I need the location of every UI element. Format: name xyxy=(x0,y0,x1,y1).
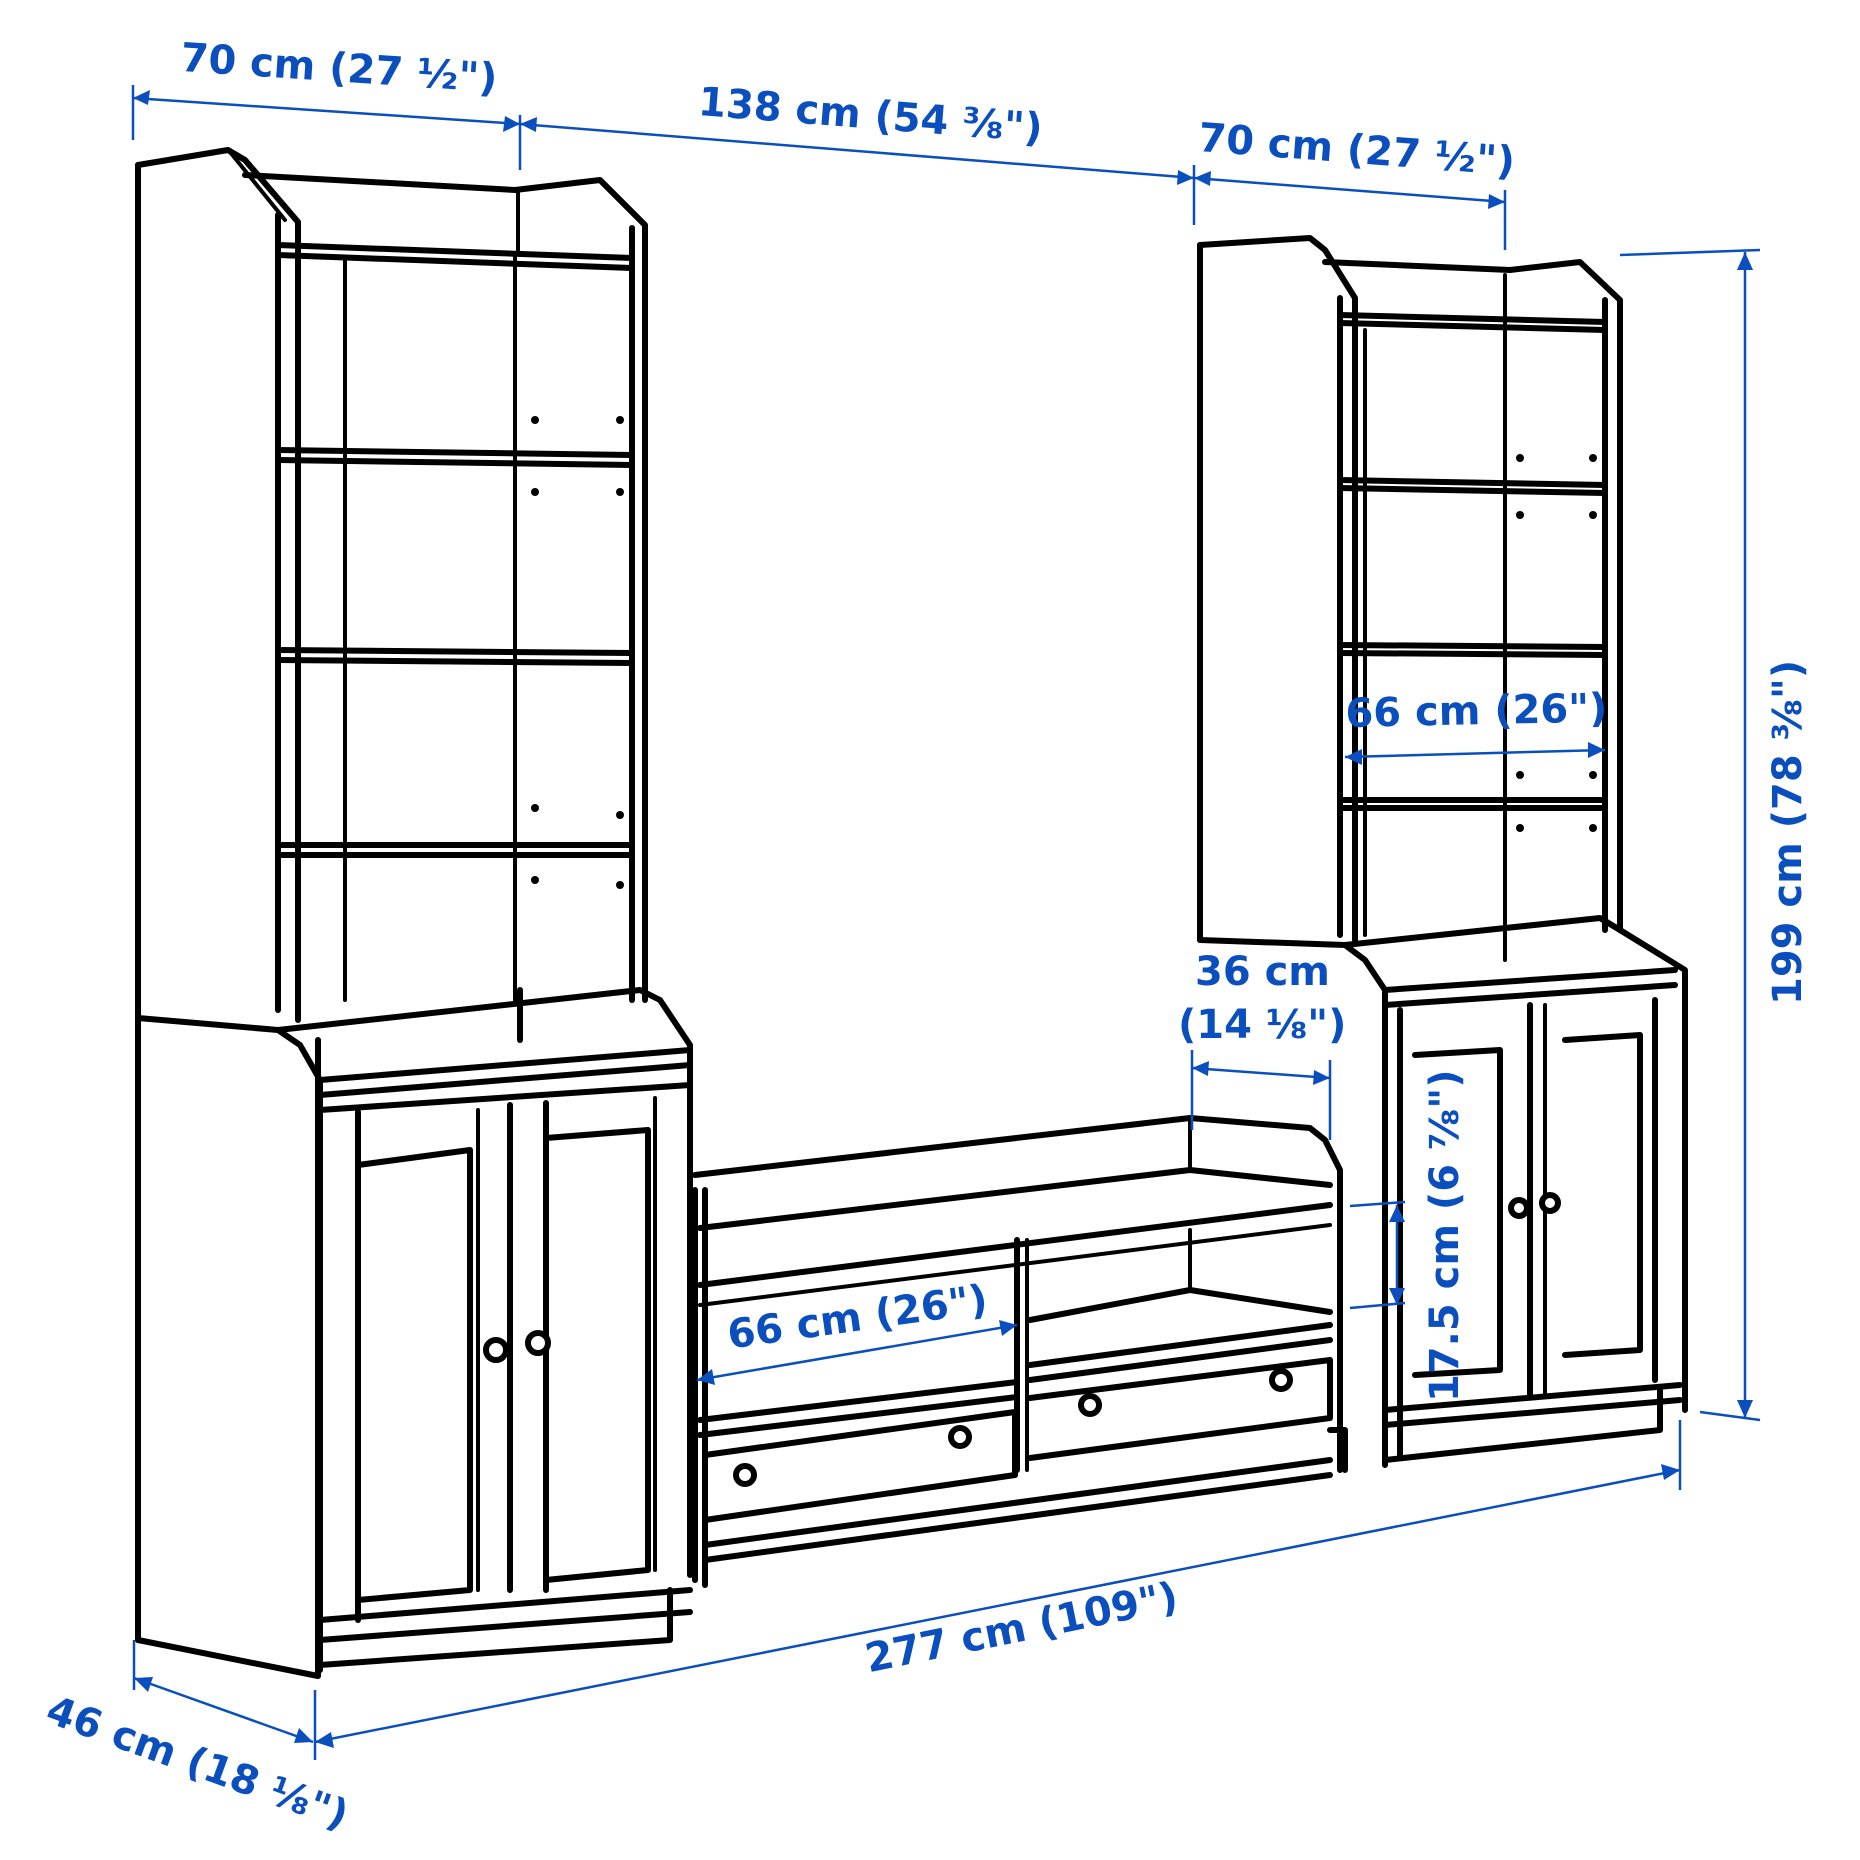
dimension-lines xyxy=(131,85,1761,1760)
tv-bench xyxy=(692,1115,1348,1588)
right-bookcase xyxy=(1197,235,1688,1468)
label-tv-bench-depth-cm: 36 cm xyxy=(1195,949,1330,995)
label-total-height: 199 cm (78 ⅜") xyxy=(1765,659,1811,1005)
label-tv-bench-depth-in: (14 ⅛") xyxy=(1178,1002,1347,1048)
label-compartment-height: 17.5 cm (6 ⅞") xyxy=(1422,1069,1468,1403)
label-shelf-inner-width: 66 cm (26") xyxy=(1344,685,1608,737)
left-bookcase xyxy=(135,147,693,1679)
